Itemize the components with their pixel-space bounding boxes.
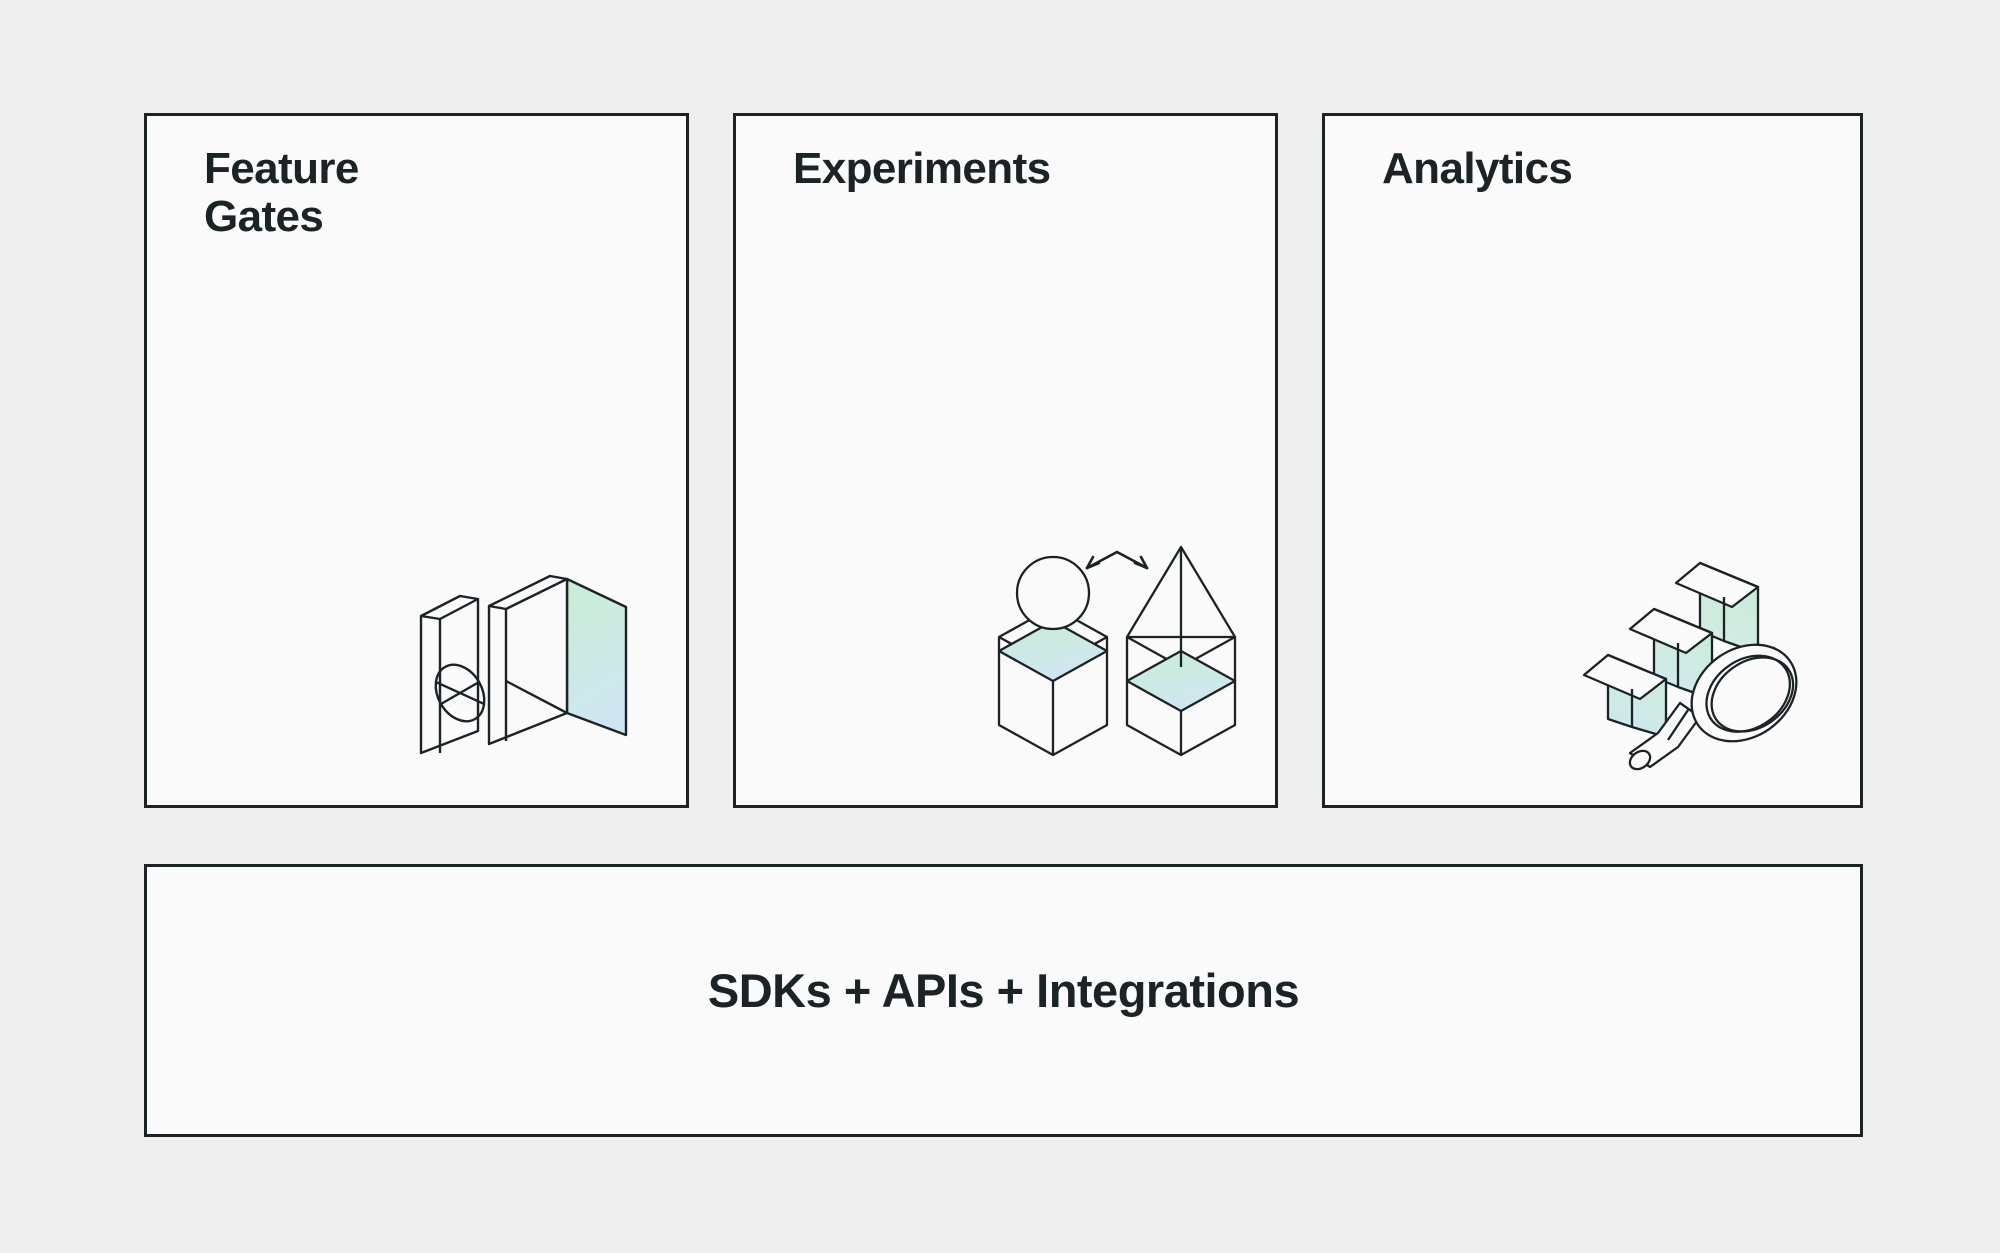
card-analytics[interactable]: Analytics bbox=[1322, 113, 1863, 808]
banner-title: SDKs + APIs + Integrations bbox=[707, 964, 1300, 1017]
card-feature-gates[interactable]: Feature Gates bbox=[144, 113, 689, 808]
card-title-analytics: Analytics bbox=[1382, 144, 1573, 193]
isometric-bar-chart-magnifier-icon bbox=[1572, 541, 1832, 781]
banner-sdks-apis-integrations[interactable]: SDKs + APIs + Integrations bbox=[144, 864, 1863, 1137]
card-title-experiments: Experiments bbox=[793, 144, 1051, 193]
isometric-sphere-vs-pyramid-columns-icon bbox=[987, 541, 1247, 781]
card-title-feature-gates: Feature Gates bbox=[204, 144, 359, 241]
card-experiments[interactable]: Experiments bbox=[733, 113, 1278, 808]
isometric-gate-panels-icon bbox=[398, 541, 658, 781]
